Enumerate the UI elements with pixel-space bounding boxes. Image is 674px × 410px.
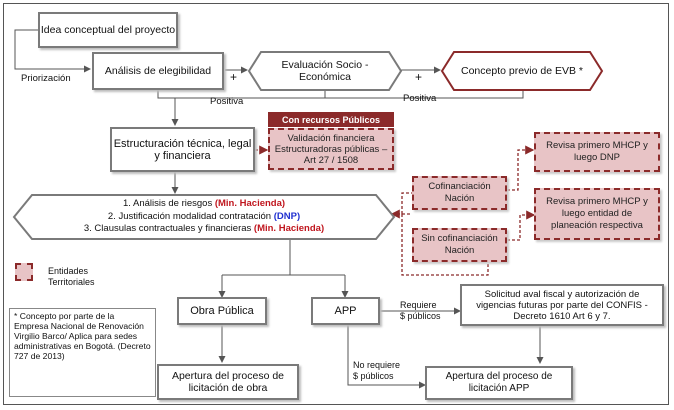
app-node: APP	[311, 297, 380, 325]
evaluacion-node: Evaluación Socio - Económica	[281, 59, 369, 83]
sin-cofin-to-revisa-entidad	[507, 210, 536, 241]
riesgos-node: 1. Análisis de riesgos (Min. Hacienda) 2…	[30, 198, 378, 238]
priorizacion-label: Priorización	[21, 73, 71, 84]
riesgos-line1: 1. Análisis de riesgos	[122, 198, 215, 209]
cofin-to-revisa-dnp	[507, 145, 535, 191]
riesgos-line3-entity: (Min. Hacienda)	[253, 223, 325, 234]
to-sin-cofin-link	[401, 214, 489, 276]
analisis-elegibilidad-node: Análisis de elegibilidad	[92, 52, 224, 90]
concepto-previo-shape	[440, 51, 604, 91]
no-requiere-label: No requiere $ públicos	[353, 360, 401, 381]
obra-publica-node: Obra Pública	[177, 297, 267, 325]
app-to-apertura-arrow	[347, 325, 426, 389]
legend-swatch	[15, 263, 33, 281]
apertura-app-node: Apertura del proceso de licitación APP	[425, 366, 573, 400]
solicitud-aval-node: Solicitud aval fiscal y autorización de …	[460, 284, 664, 326]
plus-label-2: +	[415, 70, 423, 84]
riesgos-shape	[12, 194, 396, 240]
riesgos-line2-entity: (DNP)	[273, 210, 301, 222]
legend-label: Entidades Territoriales	[48, 266, 95, 287]
revisa-entidad-node: Revisa primero MHCP y luego entidad de p…	[534, 188, 660, 240]
footnote-box: * Concepto por parte de la Empresa Nacio…	[9, 308, 156, 397]
riesgos-line3: 3. Clausulas contractuales y financieras	[83, 223, 254, 234]
sin-cofinanciacion-node: Sin cofinanciación Nación	[412, 228, 507, 262]
cofinanciacion-node: Cofinanciación Nación	[412, 176, 507, 210]
con-recursos-header: Con recursos Públicos	[268, 112, 394, 127]
diagram-frame	[3, 3, 669, 405]
riesgos-line2: 2. Justificación modalidad contratación	[107, 210, 274, 222]
apertura-obra-node: Apertura del proceso de licitación de ob…	[157, 364, 299, 400]
idea-node: Idea conceptual del proyecto	[38, 12, 178, 48]
positiva-bus	[157, 90, 524, 99]
evaluacion-shape	[247, 51, 403, 91]
positiva-label-2: Positiva	[403, 93, 437, 104]
requiere-label: Requiere $ públicos	[400, 300, 441, 321]
estructuracion-node: Estructuración técnica, legal y financie…	[110, 127, 255, 172]
plus-label-1: +	[230, 70, 238, 84]
revisa-dnp-node: Revisa primero MHCP y luego DNP	[534, 132, 660, 172]
positiva-label-1: Positiva	[210, 96, 244, 107]
concepto-previo-node: Concepto previo de EVB *	[461, 65, 583, 77]
validacion-node: Validación financiera Estructuradoras pú…	[268, 128, 394, 170]
idea-to-analisis-arrow	[14, 29, 91, 73]
riesgos-line1-entity: (Min. Hacienda)	[214, 198, 286, 209]
